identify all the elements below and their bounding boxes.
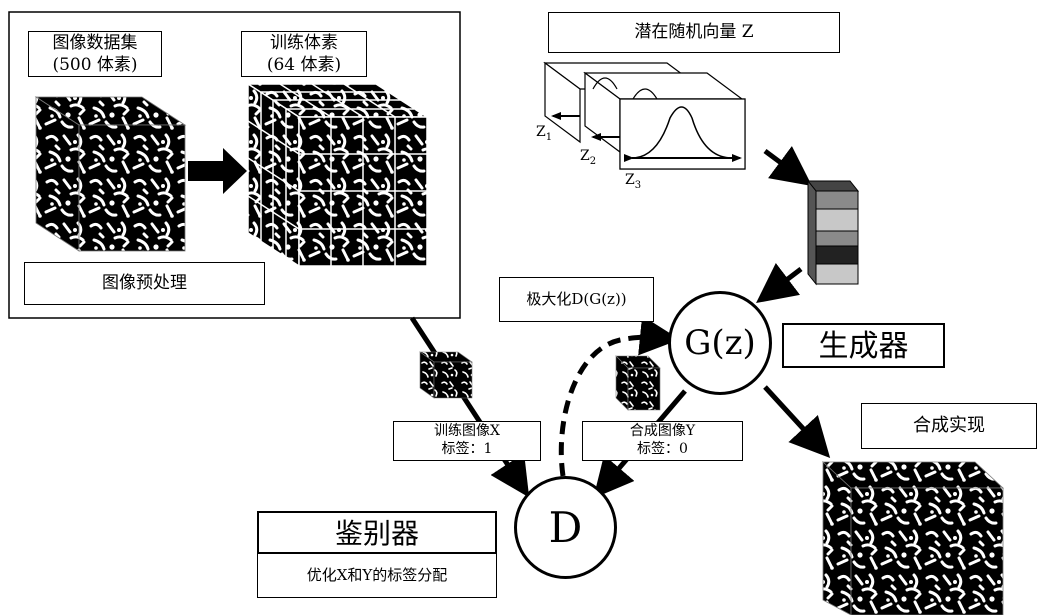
latent-to-noise-arrow	[765, 151, 800, 177]
training-image-label: 训练图像X 标签：1	[393, 421, 541, 461]
training-sample-cube	[420, 352, 472, 398]
preprocess-label: 图像预处理	[24, 262, 265, 305]
dataset-label-line2: (500 体素)	[29, 54, 161, 76]
axis-z1-label: Z1	[536, 124, 552, 146]
latent-vector-boxes	[545, 63, 745, 169]
training-voxels-label-line2: (64 体素)	[242, 54, 366, 76]
dataset-label-box: 图像数据集 (500 体素)	[28, 31, 162, 77]
generator-label: 生成器	[782, 323, 945, 368]
generator-to-realization-arrow	[765, 387, 820, 447]
training-voxels-label-box: 训练体素 (64 体素)	[241, 31, 367, 77]
synthetic-image-line2: 标签：0	[583, 440, 742, 458]
discriminator-caption: 优化X和Y的标签分配	[257, 553, 497, 598]
training-voxels-cube	[248, 84, 427, 266]
dataset-cube	[36, 97, 185, 251]
synthetic-realization-label: 合成实现	[861, 403, 1037, 449]
noise-to-generator-arrow	[768, 269, 801, 294]
latent-vector-label: 潜在随机向量 Z	[548, 12, 840, 53]
discriminator-label: 鉴别器	[257, 511, 497, 554]
noise-vector-column	[808, 181, 858, 284]
dataset-to-voxels-arrow	[188, 148, 247, 194]
discriminator-node: D	[514, 476, 617, 579]
synthetic-realization-cube	[823, 462, 1003, 615]
dataset-label-line1: 图像数据集	[29, 32, 161, 54]
maximize-label: 极大化D(G(z))	[499, 277, 654, 322]
training-voxels-label-line1: 训练体素	[242, 32, 366, 54]
training-image-line1: 训练图像X	[394, 422, 540, 440]
training-image-line2: 标签：1	[394, 440, 540, 458]
synthetic-sample-cube	[616, 356, 660, 410]
synthetic-image-line1: 合成图像Y	[583, 422, 742, 440]
generator-node: G(z)	[668, 291, 772, 395]
axis-z3-label: Z3	[625, 172, 641, 194]
synthetic-image-label: 合成图像Y 标签：0	[582, 421, 743, 461]
axis-z2-label: Z2	[580, 148, 596, 170]
